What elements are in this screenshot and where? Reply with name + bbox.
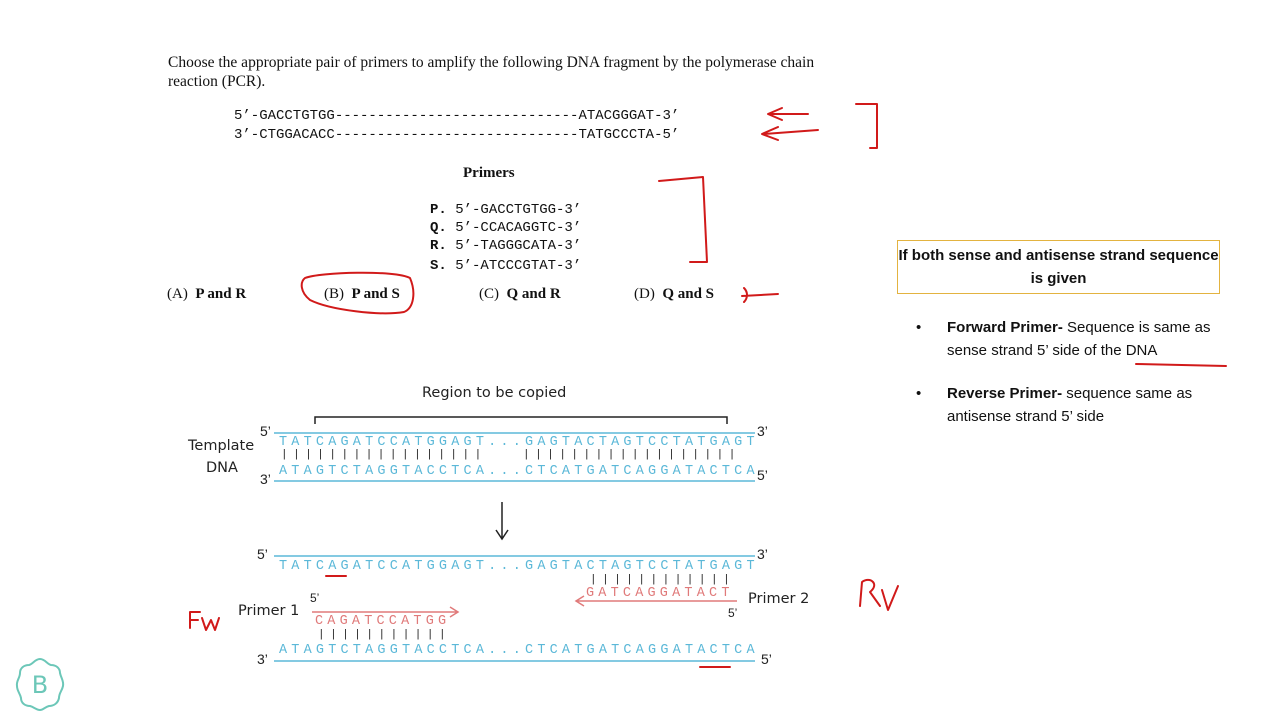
primers-title: Primers bbox=[463, 165, 515, 181]
template-bottom-seq-2: ATAGTCTAGGTACCTCA...CTCATGATCAGGATACTCA bbox=[279, 643, 759, 658]
logo-letter: B bbox=[32, 671, 48, 699]
option-answer: P and S bbox=[351, 286, 400, 302]
primer-r: R. 5’-TAGGGCATA-3’ bbox=[430, 238, 581, 254]
three-prime-label: 3’ bbox=[757, 423, 768, 439]
bullet-bold: Forward Primer- bbox=[947, 319, 1063, 336]
primer-seq: 5’-GACCTGTGG-3’ bbox=[455, 202, 582, 218]
bullet-forward-primer: • Forward Primer- Sequence is same as se… bbox=[916, 316, 1226, 366]
option-c[interactable]: (C) Q and R bbox=[479, 286, 561, 303]
primer-p: P. 5’-GACCTGTGG-3’ bbox=[430, 202, 581, 218]
primer-label: Q. bbox=[430, 220, 447, 236]
brand-logo-icon: B bbox=[15, 657, 65, 712]
primer1-label: Primer 1 bbox=[238, 603, 300, 619]
bullet-body: Sequence is same as sense strand 5’ side… bbox=[947, 319, 1211, 359]
option-d[interactable]: (D) Q and S bbox=[634, 286, 714, 303]
region-bracket bbox=[314, 416, 728, 424]
strand-bottom: 3’-CTGGACACC----------------------------… bbox=[234, 127, 680, 143]
primer-label: S. bbox=[430, 258, 447, 274]
arrow-top-strand bbox=[767, 107, 809, 121]
arrow-bottom-strand bbox=[761, 126, 819, 141]
info-box: If both sense and antisense strand seque… bbox=[897, 240, 1220, 294]
template-label: Template bbox=[188, 438, 255, 454]
option-answer: Q and R bbox=[506, 286, 561, 302]
three-prime-label: 3’ bbox=[757, 546, 768, 562]
template-bottom-seq: ATAGTCTAGGTACCTCA...CTCATGATCAGGATACTCA bbox=[279, 464, 759, 479]
bracket-strands bbox=[855, 103, 878, 149]
five-prime-label: 5’ bbox=[757, 467, 768, 483]
rv-mark bbox=[859, 578, 899, 611]
template-dna-label: DNA bbox=[206, 460, 238, 476]
region-label: Region to be copied bbox=[422, 385, 567, 401]
option-letter: (A) bbox=[167, 286, 188, 302]
template-top-seq-2: TATCAGATCCATGGAGT...GAGTACTAGTCCTATGAGT bbox=[279, 559, 759, 574]
primer-seq: 5’-TAGGGCATA-3’ bbox=[455, 238, 582, 254]
option-b[interactable]: (B) P and S bbox=[324, 286, 400, 303]
primer1-arrow bbox=[312, 606, 460, 618]
strand-top: 5’-GACCTGTGG----------------------------… bbox=[234, 108, 680, 124]
option-a[interactable]: (A) P and R bbox=[167, 286, 246, 303]
primer2-arrow bbox=[574, 595, 737, 607]
bullet-bold: Reverse Primer- bbox=[947, 385, 1063, 402]
base-pair-bonds: ||||||||||||||||| |||||||||||||||||| bbox=[281, 449, 741, 461]
five-prime-label: 5’ bbox=[260, 423, 271, 439]
bullet-body: sequence same as antisense strand 5’ sid… bbox=[947, 385, 1193, 425]
option-letter: (C) bbox=[479, 286, 499, 302]
primer-q: Q. 5’-CCACAGGTC-3’ bbox=[430, 220, 581, 236]
bullet-reverse-primer: • Reverse Primer- sequence same as antis… bbox=[916, 382, 1226, 432]
underline-dna bbox=[1135, 363, 1227, 367]
primer-label: P. bbox=[430, 202, 447, 218]
bracket-primers bbox=[658, 176, 708, 263]
primer2-label: Primer 2 bbox=[748, 591, 810, 607]
five-prime-label: 5’ bbox=[257, 546, 268, 562]
option-letter: (B) bbox=[324, 286, 344, 302]
info-box-text: If both sense and antisense strand seque… bbox=[898, 247, 1219, 287]
option-answer: P and R bbox=[195, 286, 247, 302]
arrow-option-d bbox=[741, 287, 779, 303]
three-prime-label: 3’ bbox=[260, 471, 271, 487]
fw-mark bbox=[189, 611, 220, 631]
option-answer: Q and S bbox=[662, 286, 715, 302]
bullet-dot: • bbox=[916, 319, 922, 336]
primer1-five-prime: 5’ bbox=[310, 591, 320, 605]
primer1-seq: CAGATCCATGG bbox=[315, 614, 451, 629]
option-letter: (D) bbox=[634, 286, 655, 302]
primer2-seq: GATCAGGATACT bbox=[586, 586, 734, 601]
five-prime-label: 5’ bbox=[761, 651, 772, 667]
primer-label: R. bbox=[430, 238, 447, 254]
primer1-bonds: ||||||||||| bbox=[318, 629, 452, 641]
circle-option-b bbox=[300, 271, 415, 315]
down-arrow bbox=[495, 502, 509, 541]
primer-seq: 5’-ATCCCGTAT-3’ bbox=[455, 258, 582, 274]
three-prime-label: 3’ bbox=[257, 651, 268, 667]
primer2-bonds: |||||||||||| bbox=[590, 574, 736, 586]
bullet-dot: • bbox=[916, 385, 922, 402]
primer2-five-prime: 5’ bbox=[728, 606, 738, 620]
primer-s: S. 5’-ATCCCGTAT-3’ bbox=[430, 258, 581, 274]
bullet-text: Forward Primer- Sequence is same as sens… bbox=[947, 316, 1227, 362]
bullet-text: Reverse Primer- sequence same as antisen… bbox=[947, 382, 1227, 428]
question-text: Choose the appropriate pair of primers t… bbox=[168, 54, 815, 90]
primer-seq: 5’-CCACAGGTC-3’ bbox=[455, 220, 582, 236]
template-top-seq: TATCAGATCCATGGAGT...GAGTACTAGTCCTATGAGT bbox=[279, 435, 759, 450]
